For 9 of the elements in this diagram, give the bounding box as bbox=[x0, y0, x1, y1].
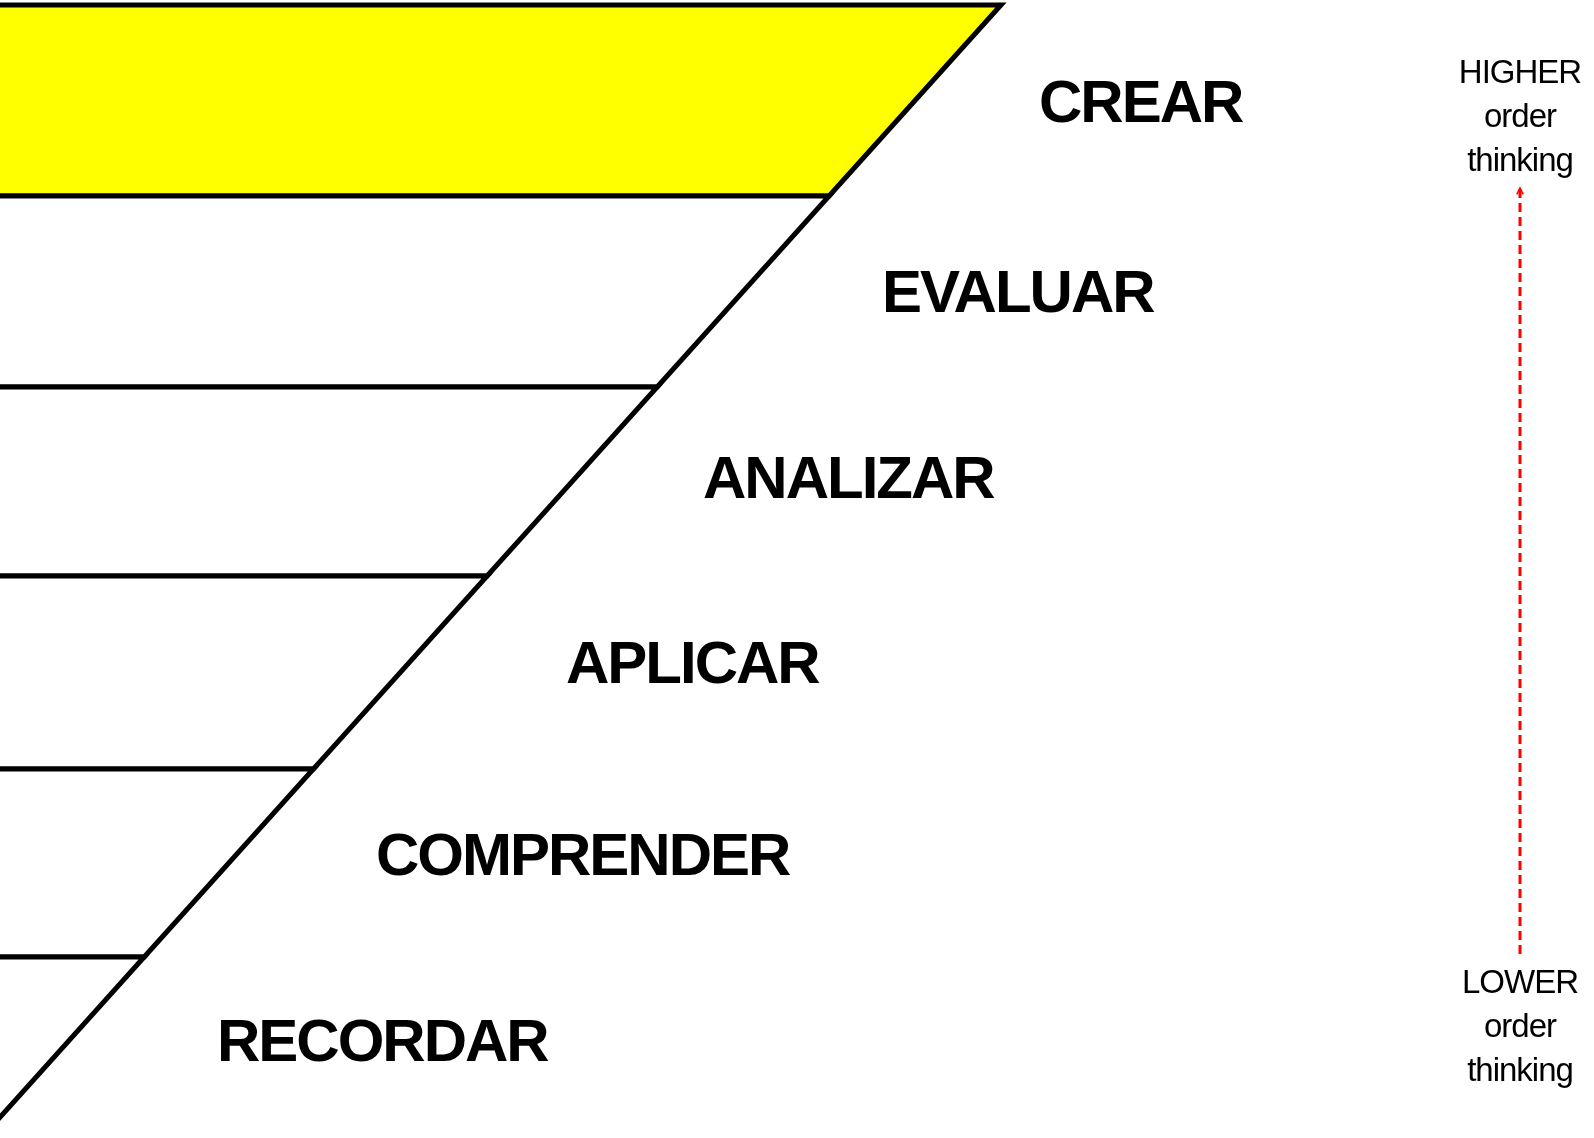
level-label: APLICAR bbox=[566, 633, 819, 693]
level-note: LOWER order thinking bbox=[1440, 960, 1594, 1092]
level-label: CREAR bbox=[1039, 72, 1243, 132]
level-label: ANALIZAR bbox=[703, 448, 994, 508]
level-label: RECORDAR bbox=[217, 1011, 548, 1071]
level-note: HIGHER order thinking bbox=[1440, 50, 1594, 182]
level-label: COMPRENDER bbox=[376, 825, 790, 885]
arrow bbox=[1516, 187, 1524, 954]
level-label: EVALUAR bbox=[882, 262, 1154, 322]
